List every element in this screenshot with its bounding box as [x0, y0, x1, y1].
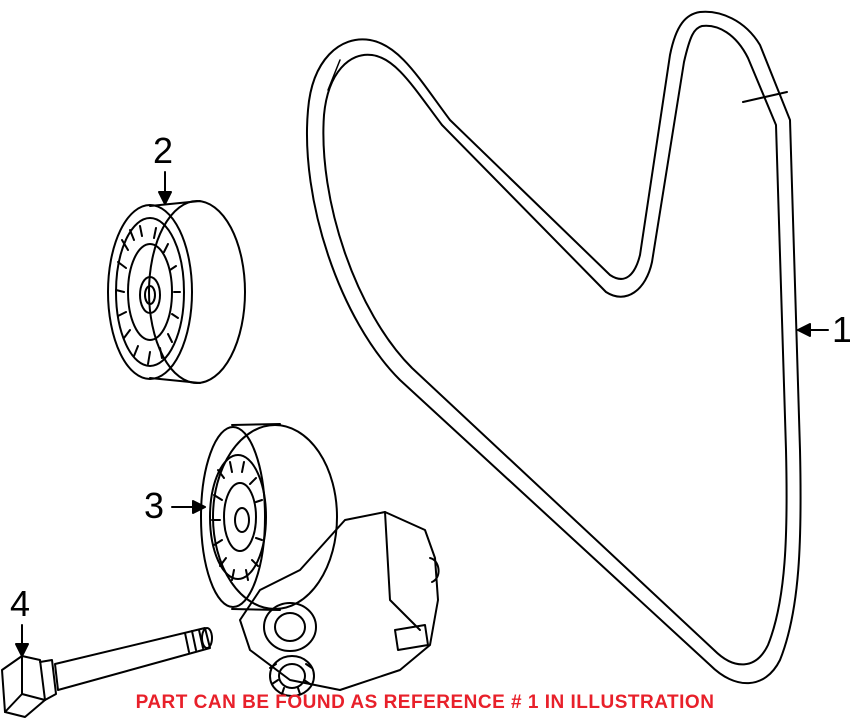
callout-4: 4: [10, 583, 31, 624]
leader-arrow-1: [797, 323, 829, 337]
reference-note: PART CAN BE FOUND AS REFERENCE # 1 IN IL…: [135, 692, 715, 713]
serpentine-belt: [306, 10, 802, 685]
leader-arrow-3: [171, 500, 206, 514]
callout-2: 2: [153, 130, 174, 171]
callout-1: 1: [832, 309, 850, 350]
leader-arrow-2: [158, 171, 172, 205]
callout-3: 3: [144, 485, 165, 526]
idler-pulley: [107, 200, 246, 384]
belt-tensioner: [200, 423, 440, 697]
leader-arrow-4: [15, 624, 29, 657]
